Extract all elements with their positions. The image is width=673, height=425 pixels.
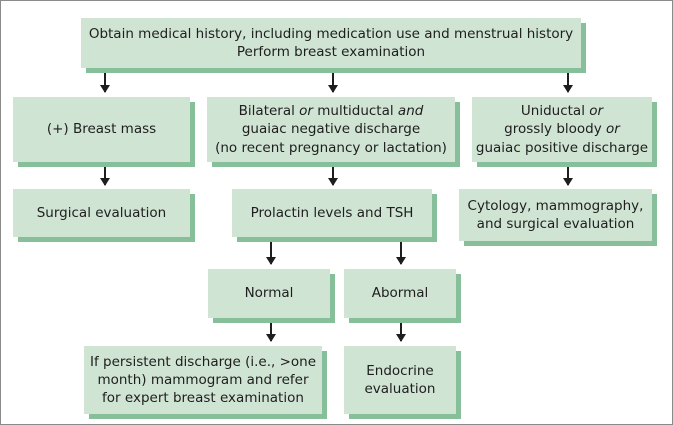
node-cytology: Cytology, mammography, and surgical evalu… bbox=[459, 189, 652, 241]
uniductal-line3: guaiac positive discharge bbox=[475, 139, 649, 156]
node-normal: Normal bbox=[208, 269, 330, 318]
node-endocrine: Endocrine evaluation bbox=[344, 346, 456, 414]
arrow-start-uniductal bbox=[563, 73, 573, 93]
arrow-start-mass bbox=[100, 73, 110, 93]
breast-mass-label: (+) Breast mass bbox=[46, 121, 157, 138]
cytology-line2: and surgical evaluation bbox=[476, 216, 635, 232]
persistent-line1: If persistent discharge (i.e., >one bbox=[89, 353, 316, 370]
node-abnormal: Abormal bbox=[344, 269, 456, 318]
arrow-prolactin-abnormal bbox=[396, 242, 406, 265]
prolactin-label: Prolactin levels and TSH bbox=[250, 204, 414, 221]
bilateral-and: and bbox=[397, 103, 424, 120]
bilateral-text2: multiductal bbox=[312, 103, 398, 120]
arrow-start-bilateral bbox=[328, 73, 338, 93]
uniductal-text2: grossly bloody bbox=[504, 121, 607, 138]
node-surgical: Surgical evaluation bbox=[13, 189, 190, 237]
start-line2: Perform breast examination bbox=[236, 44, 426, 60]
bilateral-text: Bilateral bbox=[238, 103, 300, 120]
cytology-line1: Cytology, mammography, bbox=[467, 197, 644, 214]
bilateral-line3: (no recent pregnancy or lactation) bbox=[215, 139, 447, 156]
persistent-line2: month) mammogram and refer bbox=[97, 371, 309, 388]
uniductal-text: Uniductal bbox=[520, 103, 590, 120]
arrow-normal-persistent bbox=[266, 323, 276, 342]
node-start: Obtain medical history, including medica… bbox=[81, 18, 581, 68]
start-line1: Obtain medical history, including medica… bbox=[88, 25, 574, 42]
arrow-prolactin-normal bbox=[266, 242, 276, 265]
bilateral-or: or bbox=[299, 103, 313, 120]
normal-label: Normal bbox=[244, 285, 294, 302]
endocrine-line1: Endocrine bbox=[366, 362, 434, 379]
endocrine-line2: evaluation bbox=[364, 381, 436, 397]
abnormal-label: Abormal bbox=[371, 285, 429, 302]
uniductal-or2: or bbox=[606, 121, 620, 138]
node-breast-mass: (+) Breast mass bbox=[13, 97, 190, 162]
surgical-label: Surgical evaluation bbox=[36, 204, 167, 221]
bilateral-line2: guaiac negative discharge bbox=[241, 121, 421, 138]
arrow-abnormal-endocrine bbox=[396, 323, 406, 342]
arrow-uniductal-cytology bbox=[563, 167, 573, 186]
persistent-line3: for expert breast examination bbox=[102, 390, 304, 407]
uniductal-or: or bbox=[589, 103, 604, 120]
arrow-mass-surgical bbox=[100, 167, 110, 186]
arrow-bilateral-prolactin bbox=[328, 167, 338, 186]
node-prolactin: Prolactin levels and TSH bbox=[232, 189, 432, 237]
